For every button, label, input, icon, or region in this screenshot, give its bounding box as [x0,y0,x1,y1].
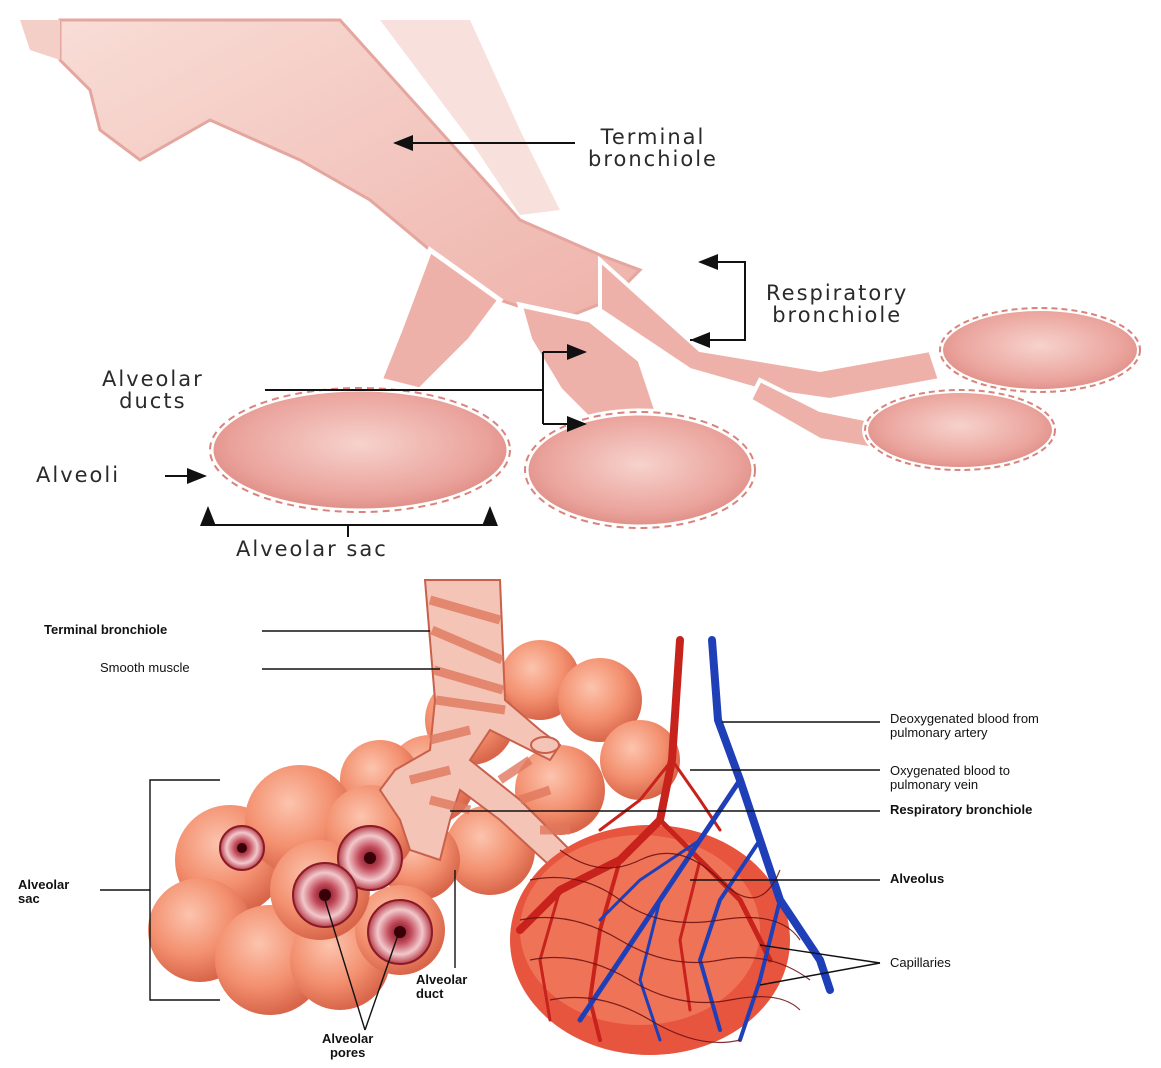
bottom-alveolus-illustration [148,580,830,1055]
label-alveolar-ducts-top: Alveolar ducts [102,368,204,412]
label-line: Oxygenated blood to [890,764,1010,778]
label-capillaries: Capillaries [890,956,951,970]
label-line: pulmonary artery [890,726,1039,740]
label-smooth-muscle: Smooth muscle [100,661,190,675]
top-bronchiole-illustration [20,20,1140,528]
label-alveoli-top: Alveoli [36,464,120,486]
label-alveolar-sac-bottom: Alveolar sac [18,878,69,905]
label-line: Alveolar [322,1032,373,1046]
label-line: sac [18,892,69,906]
label-line: Alveolar [18,878,69,892]
label-alveolar-pores: Alveolar pores [322,1032,373,1059]
label-line: bronchiole [588,148,718,170]
label-line: Alveolar [416,973,467,987]
label-line: Alveolar [102,368,204,390]
label-line: pores [322,1046,373,1060]
label-respiratory-bronchiole-bottom: Respiratory bronchiole [890,803,1032,817]
label-line: bronchiole [766,304,908,326]
label-respiratory-bronchiole-top: Respiratory bronchiole [766,282,908,326]
label-line: pulmonary vein [890,778,1010,792]
label-terminal-bronchiole-bottom: Terminal bronchiole [44,623,167,637]
label-line: Deoxygenated blood from [890,712,1039,726]
label-alveolus: Alveolus [890,872,944,886]
label-deoxygenated-blood: Deoxygenated blood from pulmonary artery [890,712,1039,739]
label-alveolar-duct: Alveolar duct [416,973,467,1000]
label-line: ducts [102,390,204,412]
label-line: duct [416,987,467,1001]
terminal-bronchiole-stem [60,20,640,320]
label-line: Respiratory [766,282,908,304]
label-oxygenated-blood: Oxygenated blood to pulmonary vein [890,764,1010,791]
label-alveolar-sac-top: Alveolar sac [236,538,388,560]
label-line: Terminal [588,126,718,148]
label-terminal-bronchiole-top: Terminal bronchiole [588,126,718,170]
